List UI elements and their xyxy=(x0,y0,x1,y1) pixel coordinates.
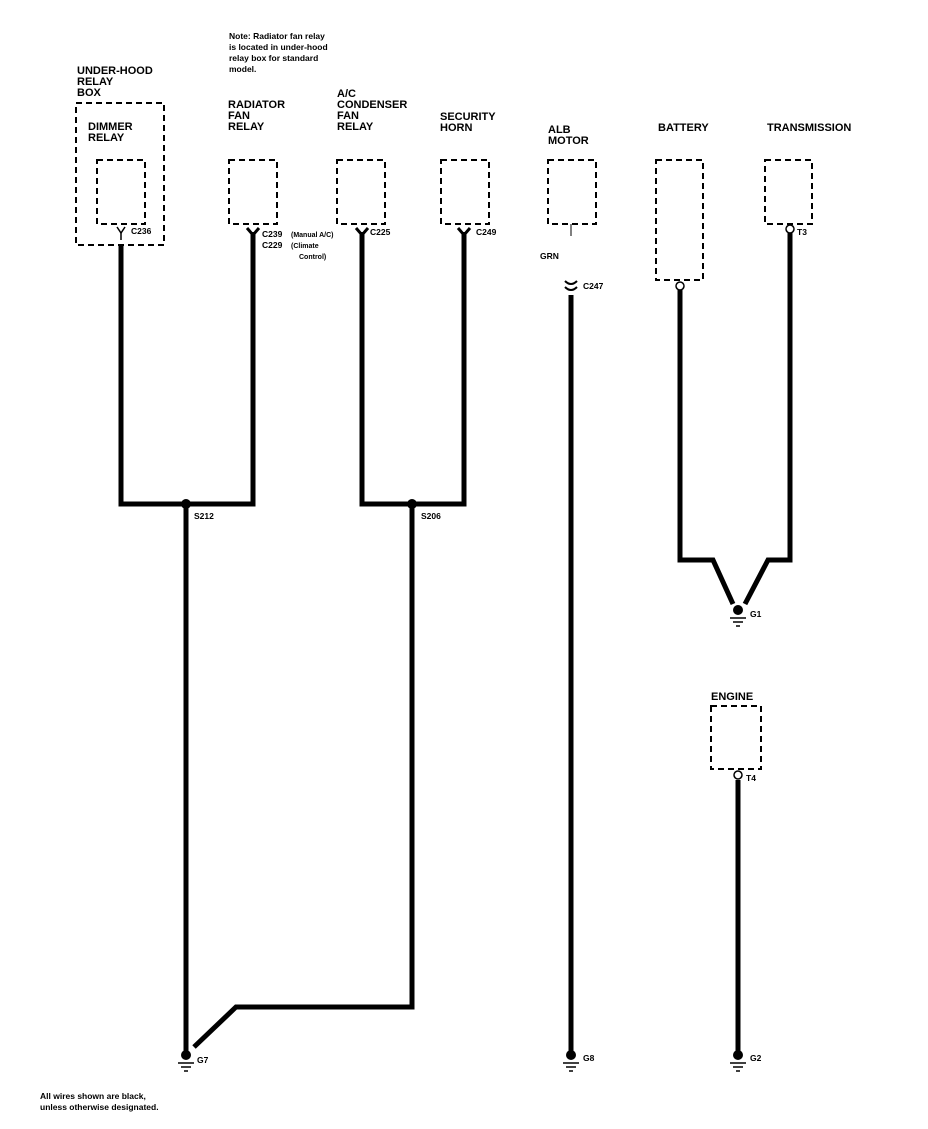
ac-label-1: A/C xyxy=(337,88,356,100)
under-hood-label-2: RELAY xyxy=(77,76,114,88)
radiator-fan-relay: RADIATOR FAN RELAY C239 (Manual A/C) C22… xyxy=(228,99,334,261)
footer-note: All wires shown are black, unless otherw… xyxy=(40,1091,159,1112)
security-horn-label-2: HORN xyxy=(440,122,472,134)
note-line-4: model. xyxy=(229,64,256,74)
t4-label: T4 xyxy=(746,773,756,783)
s212-splice-dot xyxy=(181,499,191,509)
alb-motor-box xyxy=(547,159,597,225)
footer-line-2: unless otherwise designated. xyxy=(40,1102,159,1112)
g2-label: G2 xyxy=(750,1053,762,1063)
ground-icon xyxy=(563,1062,579,1072)
s212-label: S212 xyxy=(194,511,214,521)
c236-label: C236 xyxy=(131,226,152,236)
ac-label-3: FAN xyxy=(337,110,359,122)
c236-connector-icon xyxy=(116,226,126,235)
c229-note-2: Control) xyxy=(299,254,326,261)
g8-label: G8 xyxy=(583,1053,595,1063)
transmission: TRANSMISSION T3 xyxy=(764,122,851,237)
g7-label: G7 xyxy=(197,1055,209,1065)
transmission-label: TRANSMISSION xyxy=(767,122,851,134)
t3-terminal-ring xyxy=(785,224,795,234)
g1-label: G1 xyxy=(750,609,762,619)
c225-label: C225 xyxy=(370,227,391,237)
battery-terminal-ring xyxy=(675,281,685,291)
note-line-1: Note: Radiator fan relay xyxy=(229,31,325,41)
alb-wire-color-label: GRN xyxy=(540,251,559,261)
engine: ENGINE T4 xyxy=(710,691,762,783)
radiator-label-1: RADIATOR xyxy=(228,99,285,111)
wire-dimmer-radiator xyxy=(118,232,256,507)
ground-g8: G8 xyxy=(563,1050,595,1072)
c239-note: (Manual A/C) xyxy=(291,232,334,239)
note-text: Note: Radiator fan relay is located in u… xyxy=(229,31,328,74)
ac-condenser-fan-relay: A/C CONDENSER FAN RELAY C225 xyxy=(336,88,407,238)
security-horn-label-1: SECURITY xyxy=(440,111,496,123)
ground-icon xyxy=(178,1062,194,1072)
c247-label: C247 xyxy=(583,281,604,291)
alb-motor-label-1: ALB xyxy=(548,124,571,136)
ground-g2: G2 xyxy=(730,1050,762,1072)
engine-box xyxy=(710,705,762,770)
ground-g1: G1 xyxy=(730,605,762,627)
ac-condenser-relay-box xyxy=(336,159,386,225)
s206-label: S206 xyxy=(421,511,441,521)
security-horn: SECURITY HORN C249 xyxy=(440,111,497,238)
dimmer-relay-label-2: RELAY xyxy=(88,132,125,144)
c229-note-1: (Climate xyxy=(291,243,319,250)
splices: S212 S206 xyxy=(181,499,441,521)
s206-splice-dot xyxy=(407,499,417,509)
under-hood-label-3: BOX xyxy=(77,87,102,99)
t4-terminal-ring xyxy=(733,770,743,780)
radiator-fan-relay-box xyxy=(228,159,278,225)
security-horn-box xyxy=(440,159,490,225)
battery-box xyxy=(655,159,704,281)
c229-label: C229 xyxy=(262,240,283,250)
battery: BATTERY xyxy=(655,122,709,281)
wire-transmission-g1 xyxy=(742,233,793,606)
c239-label: C239 xyxy=(262,229,283,239)
ground-icon xyxy=(730,617,746,627)
wire-ac-horn xyxy=(359,232,467,507)
t3-label: T3 xyxy=(797,227,807,237)
c247-connector-icon xyxy=(564,280,578,285)
alb-motor: ALB MOTOR GRN C247 xyxy=(540,124,604,291)
radiator-label-2: FAN xyxy=(228,110,250,122)
ground-g7: G7 xyxy=(178,1050,209,1072)
dimmer-relay-box xyxy=(96,159,146,225)
radiator-label-3: RELAY xyxy=(228,121,265,133)
ground-icon xyxy=(730,1062,746,1072)
alb-motor-label-2: MOTOR xyxy=(548,135,589,147)
ac-label-2: CONDENSER xyxy=(337,99,407,111)
ac-label-4: RELAY xyxy=(337,121,374,133)
under-hood-label-1: UNDER-HOOD xyxy=(77,65,153,77)
wire-s206-g7 xyxy=(192,504,415,1049)
note-line-2: is located in under-hood xyxy=(229,42,328,52)
note-line-3: relay box for standard xyxy=(229,53,318,63)
footer-line-1: All wires shown are black, xyxy=(40,1091,146,1101)
transmission-box xyxy=(764,159,813,225)
battery-label: BATTERY xyxy=(658,122,709,134)
wires xyxy=(118,232,793,1052)
under-hood-relay-box: UNDER-HOOD RELAY BOX DIMMER RELAY C236 xyxy=(75,65,165,246)
dimmer-relay-label-1: DIMMER xyxy=(88,121,133,133)
c249-label: C249 xyxy=(476,227,497,237)
engine-label: ENGINE xyxy=(711,691,753,703)
wire-battery-g1 xyxy=(677,290,736,606)
